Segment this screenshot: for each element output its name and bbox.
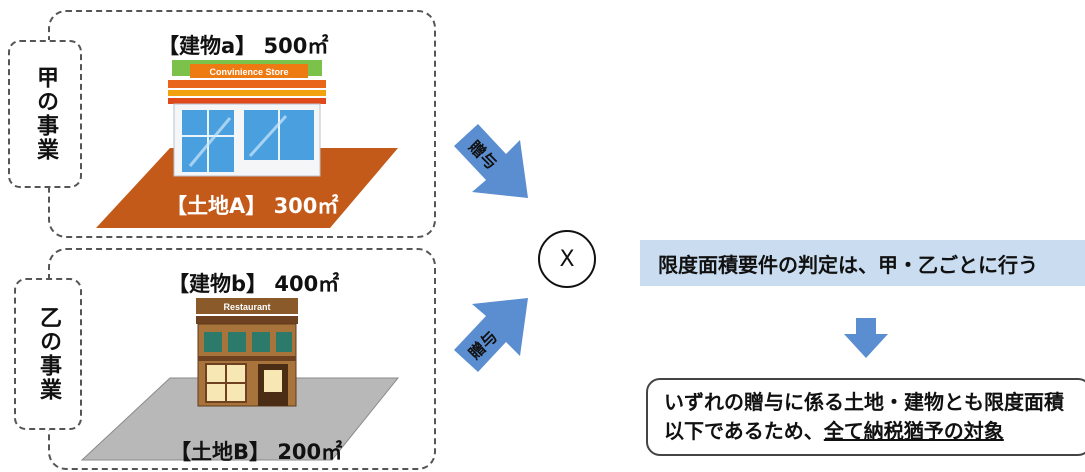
- land-b-plot: [80, 377, 400, 461]
- result-line-2: 以下であるため、全て納税猶予の対象: [664, 417, 1085, 446]
- restaurant-illustration: Restaurant: [80, 298, 400, 461]
- building-b-label: 【建物b】 400㎡: [168, 272, 340, 296]
- result-box: いずれの贈与に係る土地・建物とも限度面積 以下であるため、全て納税猶予の対象: [646, 378, 1085, 456]
- building-a-label: 【建物a】 500㎡: [158, 34, 329, 58]
- store-sign: Convinience Store: [209, 67, 288, 77]
- business-b-tab: 乙の事業: [14, 278, 82, 430]
- operator-symbol: X: [559, 246, 575, 272]
- operator-circle: X: [538, 230, 596, 288]
- judgement-banner: 限度面積要件の判定は、甲・乙ごとに行う: [640, 240, 1085, 286]
- down-arrow: [844, 318, 888, 358]
- business-a-label: 甲の事業: [33, 66, 58, 162]
- business-b-label: 乙の事業: [36, 306, 61, 402]
- result-line-2-prefix: 以下であるため、: [664, 419, 824, 443]
- store-illustration: Convinience Store: [96, 60, 398, 228]
- judgement-text: 限度面積要件の判定は、甲・乙ごとに行う: [658, 252, 1038, 277]
- gift-arrow-bottom: [454, 298, 528, 372]
- gift-arrow-top: [454, 124, 528, 198]
- result-line-2-underlined: 全て納税猶予の対象: [823, 419, 1004, 443]
- restaurant-sign: Restaurant: [223, 302, 270, 312]
- land-b-label: 【土地B】 200㎡: [170, 440, 343, 464]
- business-a-tab: 甲の事業: [8, 40, 82, 188]
- land-a-plot: [96, 148, 398, 228]
- result-line-1: いずれの贈与に係る土地・建物とも限度面積: [664, 390, 1064, 414]
- land-a-label: 【土地A】 300㎡: [166, 194, 339, 218]
